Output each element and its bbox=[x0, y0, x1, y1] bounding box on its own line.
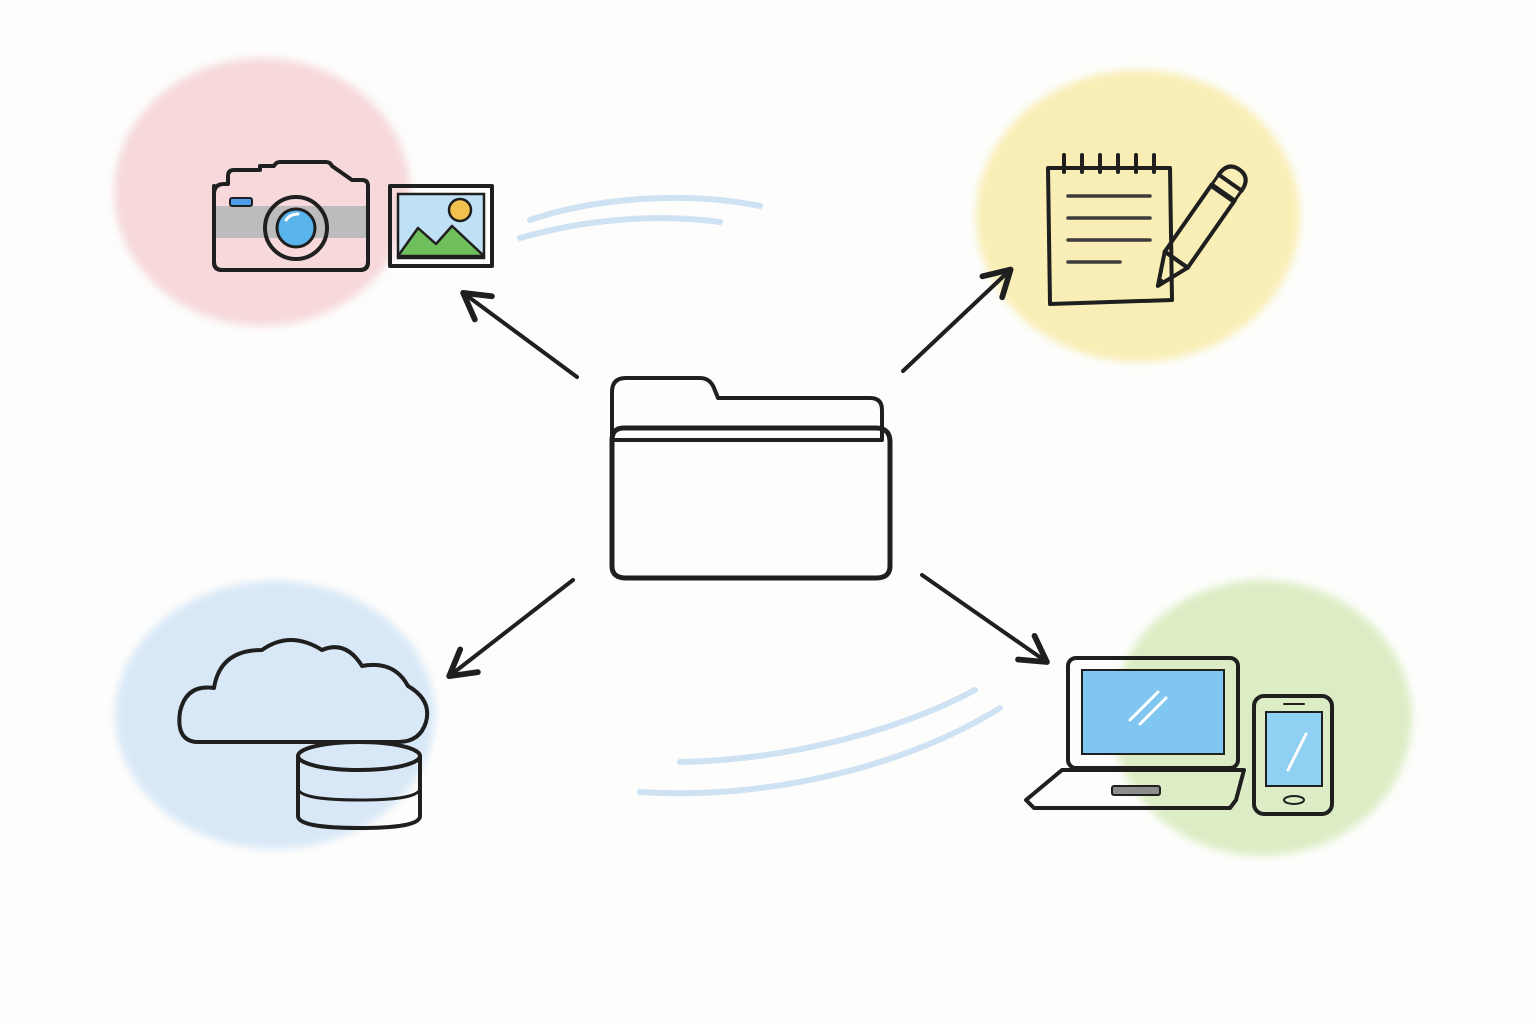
notepad-icon bbox=[1046, 153, 1174, 306]
bubble-cloud-storage bbox=[115, 581, 435, 849]
database-icon bbox=[296, 740, 422, 830]
laptop-icon bbox=[1024, 656, 1246, 810]
bubble-photos bbox=[114, 58, 410, 326]
arrow-to-devices bbox=[920, 573, 1050, 665]
motion-lines-top bbox=[517, 194, 763, 241]
bubble-devices bbox=[1112, 580, 1412, 856]
pencil-icon bbox=[1155, 164, 1248, 288]
image-icon bbox=[388, 184, 494, 268]
arrow-to-photos bbox=[460, 289, 579, 379]
arrow-to-documents bbox=[901, 266, 1014, 373]
phone-icon bbox=[1252, 694, 1334, 816]
arrow-to-cloud-storage bbox=[446, 578, 575, 680]
bubble-documents bbox=[976, 70, 1300, 362]
cloud-icon bbox=[177, 638, 430, 744]
folder-icon bbox=[609, 376, 893, 581]
camera-icon bbox=[212, 160, 370, 272]
motion-lines-bottom bbox=[637, 687, 1003, 797]
